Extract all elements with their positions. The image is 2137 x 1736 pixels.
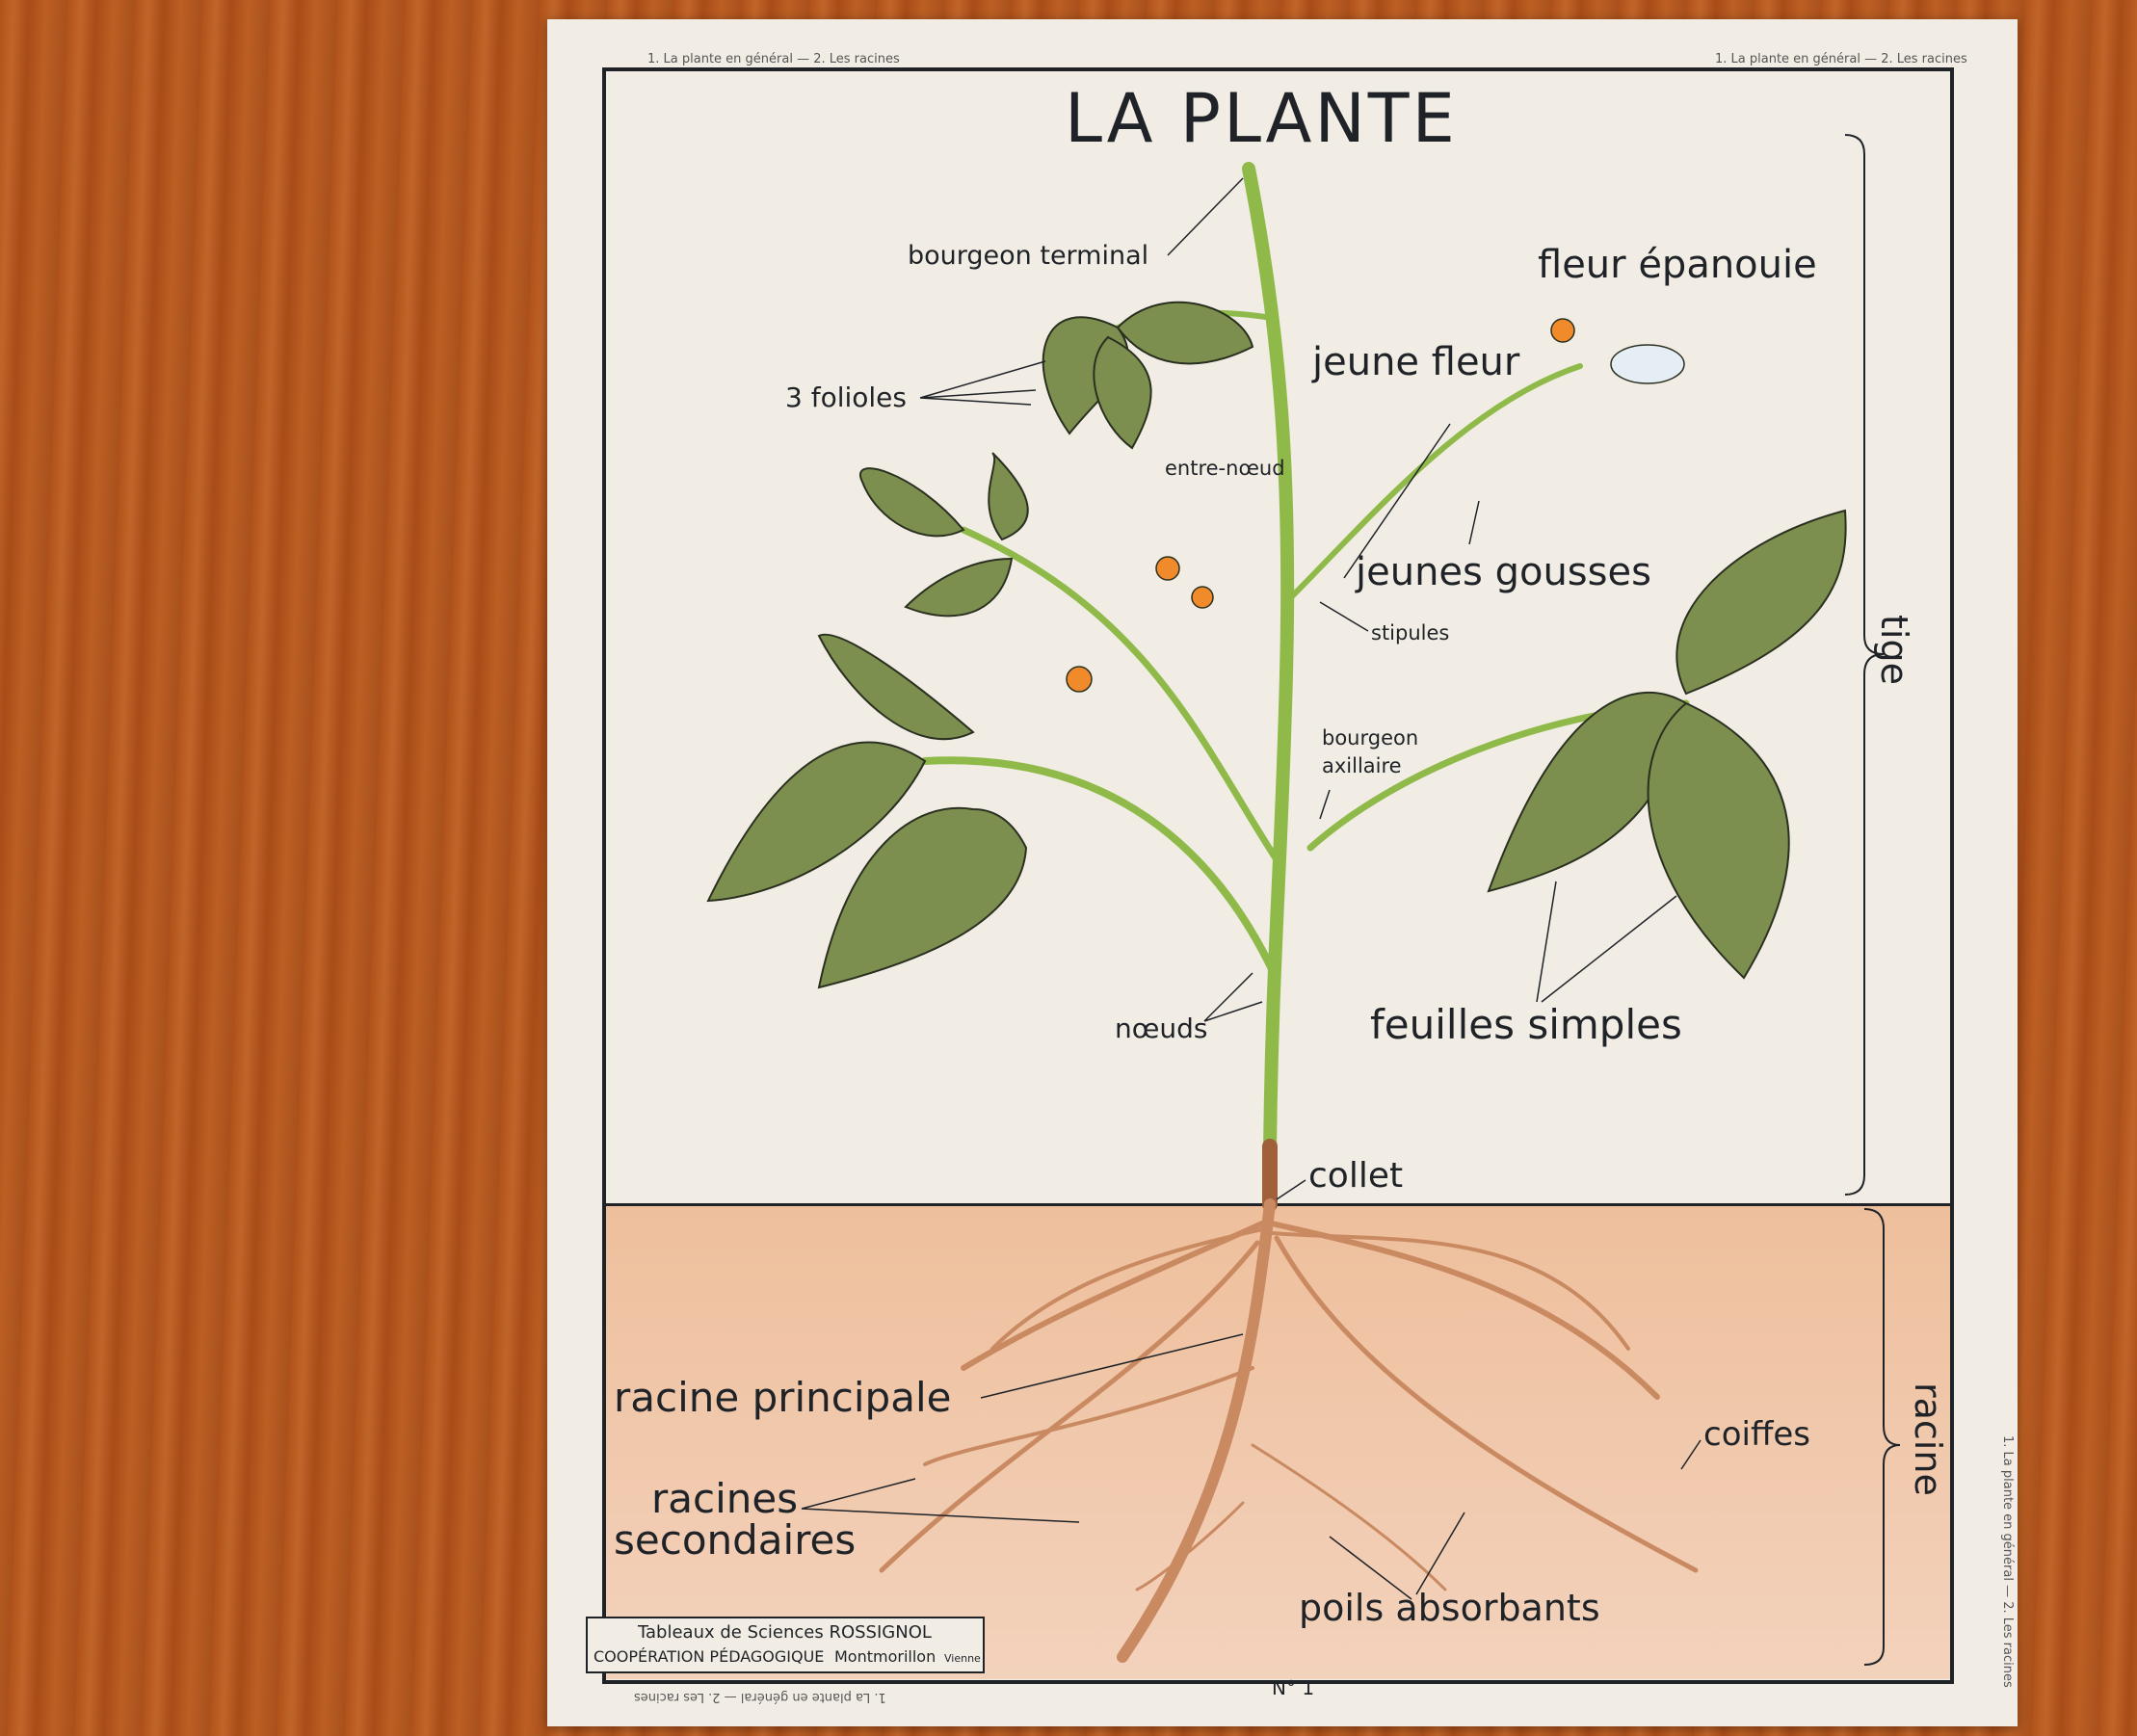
credit-line1: Tableaux de Sciences ROSSIGNOL [638,1622,932,1643]
label-bourgeon-axillaire-2: axillaire [1322,754,1402,777]
label-coiffes: coiffes [1703,1415,1810,1454]
open-flower [1610,344,1685,384]
leaf [1116,301,1254,365]
credit-city: Montmorillon [834,1647,937,1666]
secondary-root [1274,1235,1699,1573]
secondary-root [1251,1443,1447,1591]
stem [1242,162,1295,1163]
label-fleur-epanouie: fleur épanouie [1538,243,1817,287]
poster-title: LA PLANTE [1065,79,1458,158]
leaf [706,741,927,903]
credit-line2: COOPÉRATION PÉDAGOGIQUE [594,1647,825,1666]
credit-region: Vienne [944,1652,981,1665]
label-racines-secondaires-2: secondaires [614,1516,857,1564]
label-bourgeon-terminal: bourgeon terminal [908,241,1149,271]
flower [1550,318,1575,343]
leaf [904,557,1014,618]
leaf [817,633,975,741]
secondary-root [1270,1231,1630,1351]
label-tige: tige [1873,615,1915,685]
label-jeune-fleur: jeune fleur [1312,340,1520,384]
label-racine-principale: racine principale [614,1374,952,1421]
label-racines-secondaires-1: racines [651,1475,799,1522]
label-jeunes-gousses: jeunes gousses [1356,550,1651,594]
label-entre-noeud: entre-nœud [1165,457,1285,480]
label-racine: racine [1907,1382,1949,1496]
leaf [1647,701,1790,980]
label-stipules: stipules [1371,621,1450,644]
branch [960,526,1285,871]
side-note-right: 1. La plante en général — 2. Les racines [2000,1435,2015,1688]
branch [1288,363,1583,600]
poster-frame [602,67,1954,1684]
leaf [859,467,965,538]
header-note-left: 1. La plante en général — 2. Les racines [647,52,900,66]
label-noeuds: nœuds [1115,1013,1208,1044]
label-poils-absorbants: poils absorbants [1299,1587,1600,1629]
racine-bracket [1863,1208,1901,1666]
tige-bracket [1844,134,1885,1196]
leaf [817,806,1028,989]
soil-area [606,1203,1950,1679]
footer-note: 1. La plante en général — 2. Les racines [634,1690,886,1704]
label-folioles: 3 folioles [785,381,907,413]
secondary-root [923,1366,1254,1466]
flower [1066,666,1093,693]
secondary-root [961,1221,1265,1371]
main-root [1117,1198,1276,1663]
branch [921,756,1278,977]
label-collet: collet [1308,1156,1404,1196]
leaf [988,452,1029,541]
secondary-root [1135,1501,1245,1591]
flower [1155,556,1180,581]
label-feuilles-simples: feuilles simples [1370,1001,1682,1048]
poster-number: N° 1 [1272,1676,1315,1699]
leaf [1093,335,1152,450]
secondary-root [879,1240,1260,1573]
leaf [1675,509,1847,696]
header-note-right: 1. La plante en général — 2. Les racines [1715,52,1967,66]
secondary-root [990,1226,1269,1351]
flower [1191,586,1214,609]
label-bourgeon-axillaire-1: bourgeon [1322,726,1419,750]
publisher-credit-box: Tableaux de Sciences ROSSIGNOL COOPÉRATI… [586,1617,985,1673]
